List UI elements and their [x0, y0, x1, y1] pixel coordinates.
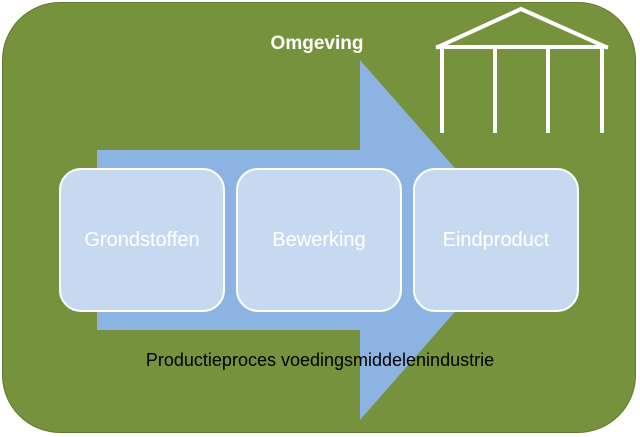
step-label: Grondstoffen — [84, 228, 200, 251]
step-grondstoffen: Grondstoffen — [59, 168, 225, 312]
step-bewerking: Bewerking — [236, 168, 402, 312]
process-label: Productieproces voedingsmiddelenindustri… — [145, 350, 495, 370]
step-label: Eindproduct — [442, 228, 550, 251]
step-eindproduct: Eindproduct — [413, 168, 579, 312]
environment-title: Omgeving — [270, 33, 364, 54]
step-label: Bewerking — [272, 228, 366, 251]
